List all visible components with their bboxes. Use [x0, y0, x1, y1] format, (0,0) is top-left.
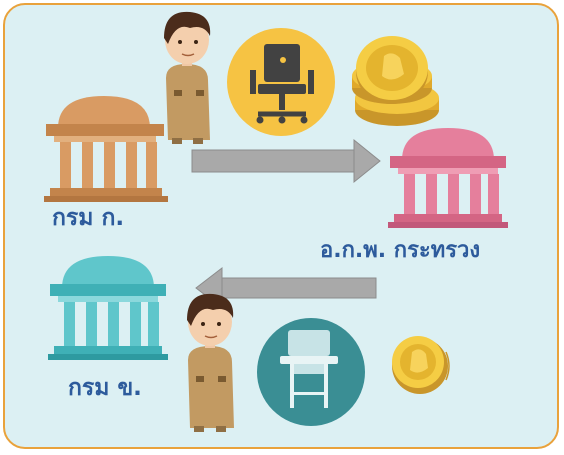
building-b-icon [48, 256, 168, 360]
officer-top-icon [164, 11, 211, 144]
desk-chair-icon [257, 318, 365, 426]
office-chair-icon [227, 28, 335, 136]
building-a-icon [44, 96, 168, 202]
coin-icon [392, 336, 450, 394]
department-b-label: กรม ข. [68, 375, 142, 401]
ministry-label: อ.ก.พ. กระทรวง [320, 238, 481, 263]
arrow-right-icon [191, 138, 381, 184]
coin-stack-icon [352, 36, 439, 126]
building-ministry-icon [388, 128, 508, 228]
department-a-label: กรม ก. [52, 205, 125, 231]
officer-bottom-icon [187, 293, 234, 432]
